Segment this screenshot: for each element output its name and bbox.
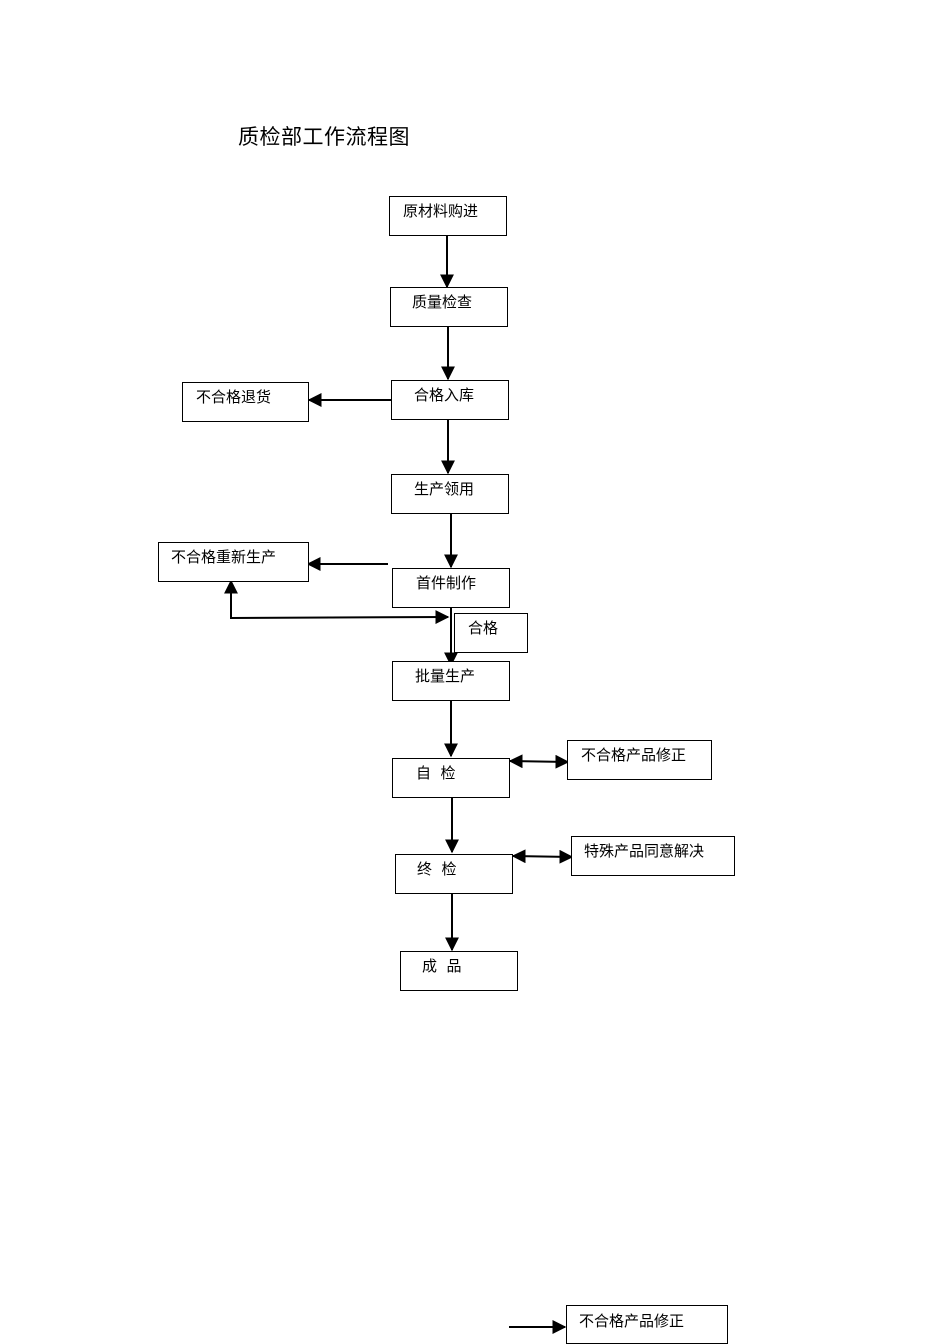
node-final-inspection: 终 检: [395, 854, 513, 894]
node-label: 生产领用: [414, 480, 475, 498]
node-finished-product: 成 品: [400, 951, 518, 991]
node-quality-inspection: 质量检查: [390, 287, 508, 327]
node-label: 首件制作: [416, 574, 477, 592]
node-label: 不合格重新生产: [171, 548, 277, 566]
node-label: 特殊产品同意解决: [584, 842, 705, 860]
page-title: 质检部工作流程图: [238, 125, 410, 149]
node-label: 自 检: [416, 764, 456, 782]
node-label: 原材料购进: [403, 202, 479, 220]
node-qualified-storage: 合格入库: [391, 380, 509, 420]
node-first-piece-production: 首件制作: [392, 568, 510, 608]
node-self-inspection: 自 检: [392, 758, 510, 798]
node-label: 批量生产: [415, 667, 476, 685]
arrow-final-inspection-special: [511, 849, 574, 864]
node-unqualified-return: 不合格退货: [182, 382, 309, 422]
node-unqualified-correction: 不合格产品修正: [567, 740, 712, 780]
node-label: 合格入库: [414, 386, 475, 404]
node-mass-production: 批量生产: [392, 661, 510, 701]
node-qualified: 合格: [454, 613, 528, 653]
node-label: 不合格产品修正: [579, 1312, 685, 1330]
node-raw-material-purchase: 原材料购进: [389, 196, 507, 236]
node-label: 不合格产品修正: [581, 746, 687, 764]
node-label: 成 品: [422, 957, 462, 975]
arrow-self-inspection-correction: [508, 754, 570, 769]
node-special-approval: 特殊产品同意解决: [571, 836, 735, 876]
arrow-reproduction-loop: [224, 579, 450, 625]
node-label: 不合格退货: [196, 388, 272, 406]
node-production-requisition: 生产领用: [391, 474, 509, 514]
node-legend-unqualified-correction: 不合格产品修正: [566, 1305, 728, 1344]
node-label: 合格: [468, 619, 499, 637]
node-label: 质量检查: [412, 293, 473, 311]
node-label: 终 检: [417, 860, 457, 878]
node-unqualified-reproduction: 不合格重新生产: [158, 542, 309, 582]
